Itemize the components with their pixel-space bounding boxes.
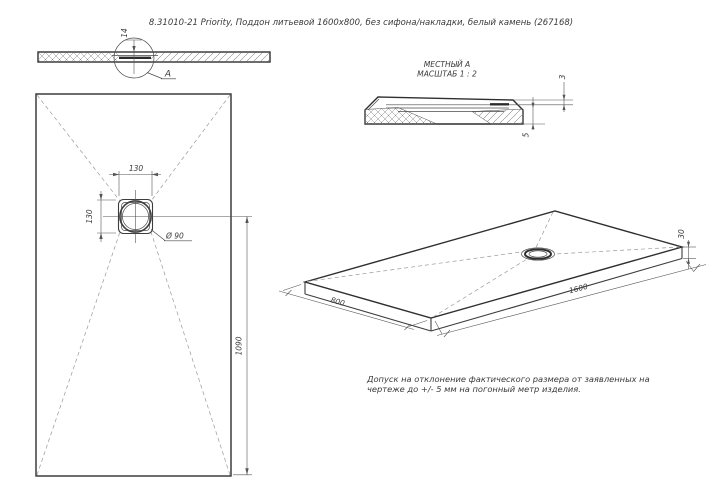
slope-line-top-right (150, 94, 231, 202)
dim-14: 14 (120, 28, 142, 52)
dim-3-label: 3 (558, 74, 567, 79)
slope-line-bottom-left (36, 231, 121, 476)
dim-1600-label: 1600 (568, 282, 589, 296)
tray-plan-outline (35, 93, 232, 477)
iso-slope-line-left (306, 251, 522, 282)
section-view: 14 A (37, 28, 271, 80)
drain-plan (103, 190, 252, 243)
detail-bevel-line (367, 98, 380, 111)
dim-130-horizontal: 130 (109, 164, 161, 196)
dim-800-label: 800 (330, 295, 347, 308)
dim-5-label: 5 (522, 132, 531, 137)
iso-view: 800 1600 30 (278, 210, 707, 338)
dim-130-vertical: 130 (85, 191, 116, 242)
iso-drain (521, 247, 555, 261)
detail-heading-line2: МАСШТАБ 1 : 2 (417, 70, 477, 79)
dim-5: 5 (522, 97, 545, 137)
dim-drain-diameter: Ø 90 (150, 229, 192, 242)
slope-line-bottom-right (150, 231, 231, 476)
section-crosshatch (39, 52, 119, 62)
dim-diameter-label: Ø 90 (165, 232, 184, 241)
dim-130v-label: 130 (85, 209, 94, 224)
detail-a-callout: A (146, 70, 176, 80)
dim-30-label: 30 (677, 229, 686, 239)
dim-14-label: 14 (120, 28, 129, 38)
iso-bottom-right-edge (430, 257, 683, 332)
dim-800: 800 (278, 284, 428, 331)
dim-30: 30 (677, 229, 696, 269)
tolerance-note: Допуск на отклонение фактического размер… (366, 374, 650, 394)
dim-1090-label: 1090 (235, 336, 244, 355)
dim-130h-label: 130 (129, 164, 144, 173)
detail-a-circle (113, 37, 155, 79)
iso-top-face (302, 210, 685, 319)
iso-slope-line-front (432, 258, 528, 318)
detail-view: МЕСТНЫЙ А МАСШТАБ 1 : 2 3 5 (364, 60, 573, 137)
dim-1090: 1090 (233, 216, 252, 476)
dim-3: 3 (509, 74, 573, 112)
detail-a-label: A (164, 70, 171, 80)
section-diagonal-hatch (151, 52, 269, 62)
drawing-title: 8.31010-21 Priority, Поддон литьевой 160… (149, 18, 573, 28)
tolerance-note-line2: чертеже до +/- 5 мм на погонный метр изд… (367, 384, 581, 394)
detail-crosshatch-block (364, 107, 438, 125)
detail-heading-line1: МЕСТНЫЙ А (424, 60, 471, 69)
plan-view: 130 130 Ø 90 1090 (35, 93, 252, 477)
slope-line-top-left (36, 94, 121, 202)
tolerance-note-line1: Допуск на отклонение фактического размер… (366, 374, 650, 384)
